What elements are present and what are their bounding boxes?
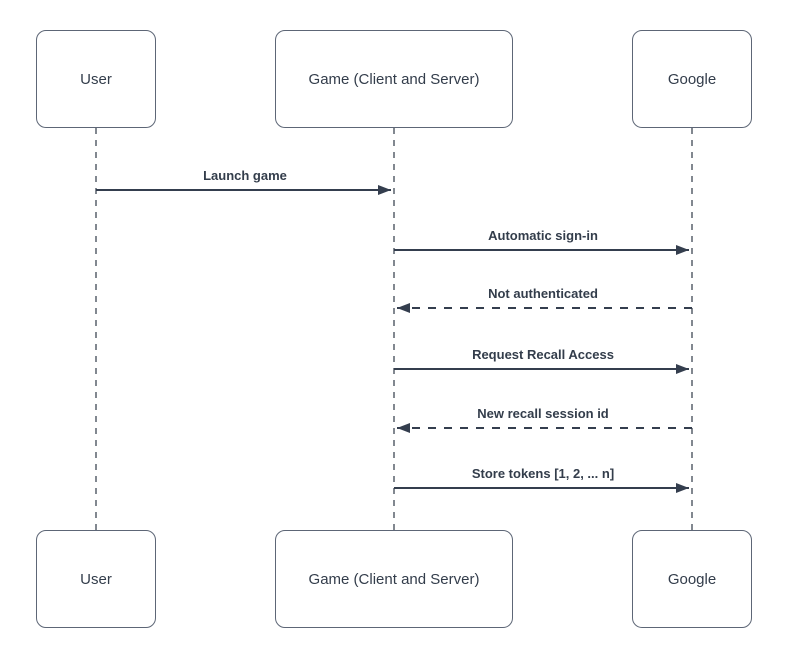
message-label-new-recall-session-id: New recall session id bbox=[477, 406, 609, 421]
actor-label-google-top: Google bbox=[667, 70, 717, 88]
actor-label-user-top: User bbox=[80, 70, 112, 88]
actor-box-google-bottom: Google bbox=[632, 530, 752, 628]
actor-label-game-bottom: Game (Client and Server) bbox=[308, 570, 480, 588]
actor-box-game-top: Game (Client and Server) bbox=[275, 30, 513, 128]
message-label-store-tokens: Store tokens [1, 2, ... n] bbox=[471, 466, 615, 481]
actor-box-user-bottom: User bbox=[36, 530, 156, 628]
actor-label-user-bottom: User bbox=[80, 570, 112, 588]
actor-label-game-top: Game (Client and Server) bbox=[308, 70, 480, 88]
message-label-launch-game: Launch game bbox=[203, 168, 287, 183]
actor-box-google-top: Google bbox=[632, 30, 752, 128]
message-label-automatic-sign-in: Automatic sign-in bbox=[488, 228, 598, 243]
actor-box-game-bottom: Game (Client and Server) bbox=[275, 530, 513, 628]
actor-label-google-bottom: Google bbox=[667, 570, 717, 588]
actor-box-user-top: User bbox=[36, 30, 156, 128]
message-label-request-recall-access: Request Recall Access bbox=[472, 347, 614, 362]
message-label-not-authenticated: Not authenticated bbox=[488, 286, 598, 301]
